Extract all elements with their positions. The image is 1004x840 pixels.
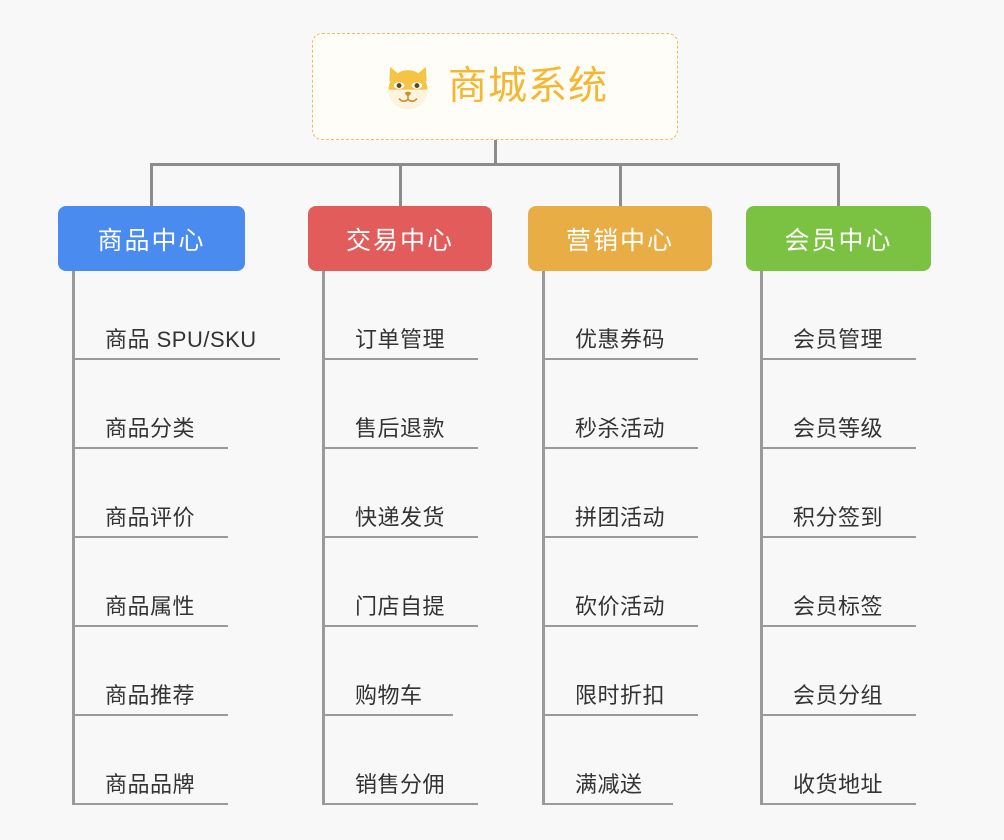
category-column-trade-center: 交易中心 订单管理售后退款快递发货门店自提购物车销售分佣: [308, 206, 492, 805]
leaf-node-label: 秒杀活动: [575, 416, 666, 441]
leaf-node-label: 商品属性: [105, 594, 196, 619]
leaf-node-underline: [763, 803, 916, 805]
leaf-node[interactable]: 商品分类: [75, 360, 257, 449]
leaf-node-label: 商品分类: [105, 416, 196, 441]
leaf-node-underline: [325, 803, 478, 805]
leaf-node-label: 收货地址: [793, 772, 884, 797]
leaf-node-label: 门店自提: [355, 594, 446, 619]
category-label: 交易中心: [345, 226, 454, 255]
leaf-node-label: 商品品牌: [105, 772, 196, 797]
leaf-node-underline: [763, 625, 916, 627]
leaf-node-label: 会员等级: [793, 416, 884, 441]
leaf-node-underline: [763, 358, 916, 360]
leaf-list-member-center: 会员管理会员等级积分签到会员标签会员分组收货地址: [760, 271, 931, 805]
leaf-node-underline: [763, 714, 916, 716]
leaf-node[interactable]: 购物车: [325, 627, 492, 716]
connector-stem-product-center: [150, 163, 153, 206]
leaf-list-trade-center: 订单管理售后退款快递发货门店自提购物车销售分佣: [322, 271, 492, 805]
leaf-node[interactable]: 会员管理: [763, 271, 931, 360]
leaf-node-underline: [545, 803, 673, 805]
leaf-node[interactable]: 收货地址: [763, 716, 931, 805]
leaf-node-underline: [75, 447, 228, 449]
leaf-node-underline: [75, 714, 228, 716]
connector-stem-marketing-center: [619, 163, 622, 206]
category-label: 商品中心: [97, 226, 206, 255]
leaf-node[interactable]: 秒杀活动: [545, 360, 712, 449]
leaf-node[interactable]: 门店自提: [325, 538, 492, 627]
leaf-node-underline: [763, 447, 916, 449]
leaf-node-label: 满减送: [575, 772, 643, 797]
leaf-node-underline: [325, 714, 453, 716]
category-column-member-center: 会员中心 会员管理会员等级积分签到会员标签会员分组收货地址: [746, 206, 931, 805]
leaf-node-underline: [75, 536, 228, 538]
leaf-node[interactable]: 会员等级: [763, 360, 931, 449]
leaf-node-underline: [325, 536, 478, 538]
leaf-node-label: 会员分组: [793, 683, 884, 708]
leaf-node[interactable]: 订单管理: [325, 271, 492, 360]
leaf-node[interactable]: 优惠券码: [545, 271, 712, 360]
leaf-node-underline: [325, 625, 478, 627]
category-header-member-center[interactable]: 会员中心: [746, 206, 931, 271]
leaf-node-underline: [763, 536, 916, 538]
leaf-node[interactable]: 积分签到: [763, 449, 931, 538]
leaf-node[interactable]: 商品属性: [75, 538, 257, 627]
connector-root-stem: [494, 140, 497, 166]
leaf-node[interactable]: 商品品牌: [75, 716, 257, 805]
leaf-node-label: 拼团活动: [575, 505, 666, 530]
leaf-node-underline: [325, 358, 478, 360]
category-label: 营销中心: [565, 226, 674, 255]
category-header-product-center[interactable]: 商品中心: [58, 206, 245, 271]
leaf-node[interactable]: 快递发货: [325, 449, 492, 538]
connector-horizontal-bus: [150, 163, 840, 166]
leaf-node[interactable]: 商品 SPU/SKU: [75, 271, 280, 360]
leaf-node[interactable]: 满减送: [545, 716, 712, 805]
leaf-node-label: 砍价活动: [575, 594, 666, 619]
root-title: 商城系统: [447, 65, 608, 108]
root-node[interactable]: 商城系统: [312, 33, 678, 140]
leaf-node-underline: [545, 536, 698, 538]
leaf-node[interactable]: 商品评价: [75, 449, 257, 538]
leaf-node[interactable]: 会员标签: [763, 538, 931, 627]
category-column-product-center: 商品中心 商品 SPU/SKU 商品分类商品评价商品属性商品推荐商品品牌: [58, 206, 280, 805]
category-header-marketing-center[interactable]: 营销中心: [528, 206, 712, 271]
leaf-node-label: 优惠券码: [575, 327, 666, 352]
leaf-node[interactable]: 销售分佣: [325, 716, 492, 805]
category-header-trade-center[interactable]: 交易中心: [308, 206, 492, 271]
leaf-node-label: 订单管理: [355, 327, 446, 352]
leaf-node[interactable]: 砍价活动: [545, 538, 712, 627]
leaf-node-underline: [545, 447, 698, 449]
leaf-node-underline: [75, 803, 228, 805]
leaf-node[interactable]: 拼团活动: [545, 449, 712, 538]
leaf-node[interactable]: 售后退款: [325, 360, 492, 449]
leaf-node-label: 限时折扣: [575, 683, 666, 708]
leaf-list-marketing-center: 优惠券码秒杀活动拼团活动砍价活动限时折扣满减送: [542, 271, 712, 805]
leaf-node-label: 商品推荐: [105, 683, 196, 708]
connector-stem-trade-center: [399, 163, 402, 206]
category-label: 会员中心: [784, 226, 893, 255]
leaf-node-label: 快递发货: [355, 505, 446, 530]
leaf-node[interactable]: 会员分组: [763, 627, 931, 716]
leaf-node-label: 商品 SPU/SKU: [105, 327, 257, 352]
leaf-node-underline: [545, 625, 698, 627]
leaf-node-label: 商品评价: [105, 505, 196, 530]
leaf-node-label: 会员管理: [793, 327, 884, 352]
connector-stem-member-center: [837, 163, 840, 206]
leaf-node-label: 积分签到: [793, 505, 884, 530]
leaf-node-underline: [545, 714, 698, 716]
leaf-list-product-center: 商品 SPU/SKU 商品分类商品评价商品属性商品推荐商品品牌: [72, 271, 280, 805]
leaf-node-label: 售后退款: [355, 416, 446, 441]
leaf-node-underline: [75, 358, 280, 360]
leaf-node-underline: [545, 358, 698, 360]
shiba-dog-face-icon: [388, 66, 428, 109]
leaf-node[interactable]: 商品推荐: [75, 627, 257, 716]
category-column-marketing-center: 营销中心 优惠券码秒杀活动拼团活动砍价活动限时折扣满减送: [528, 206, 712, 805]
leaf-node-label: 购物车: [355, 683, 423, 708]
leaf-node-label: 销售分佣: [355, 772, 446, 797]
leaf-node[interactable]: 限时折扣: [545, 627, 712, 716]
leaf-node-label: 会员标签: [793, 594, 884, 619]
leaf-node-underline: [75, 625, 228, 627]
leaf-node-underline: [325, 447, 478, 449]
